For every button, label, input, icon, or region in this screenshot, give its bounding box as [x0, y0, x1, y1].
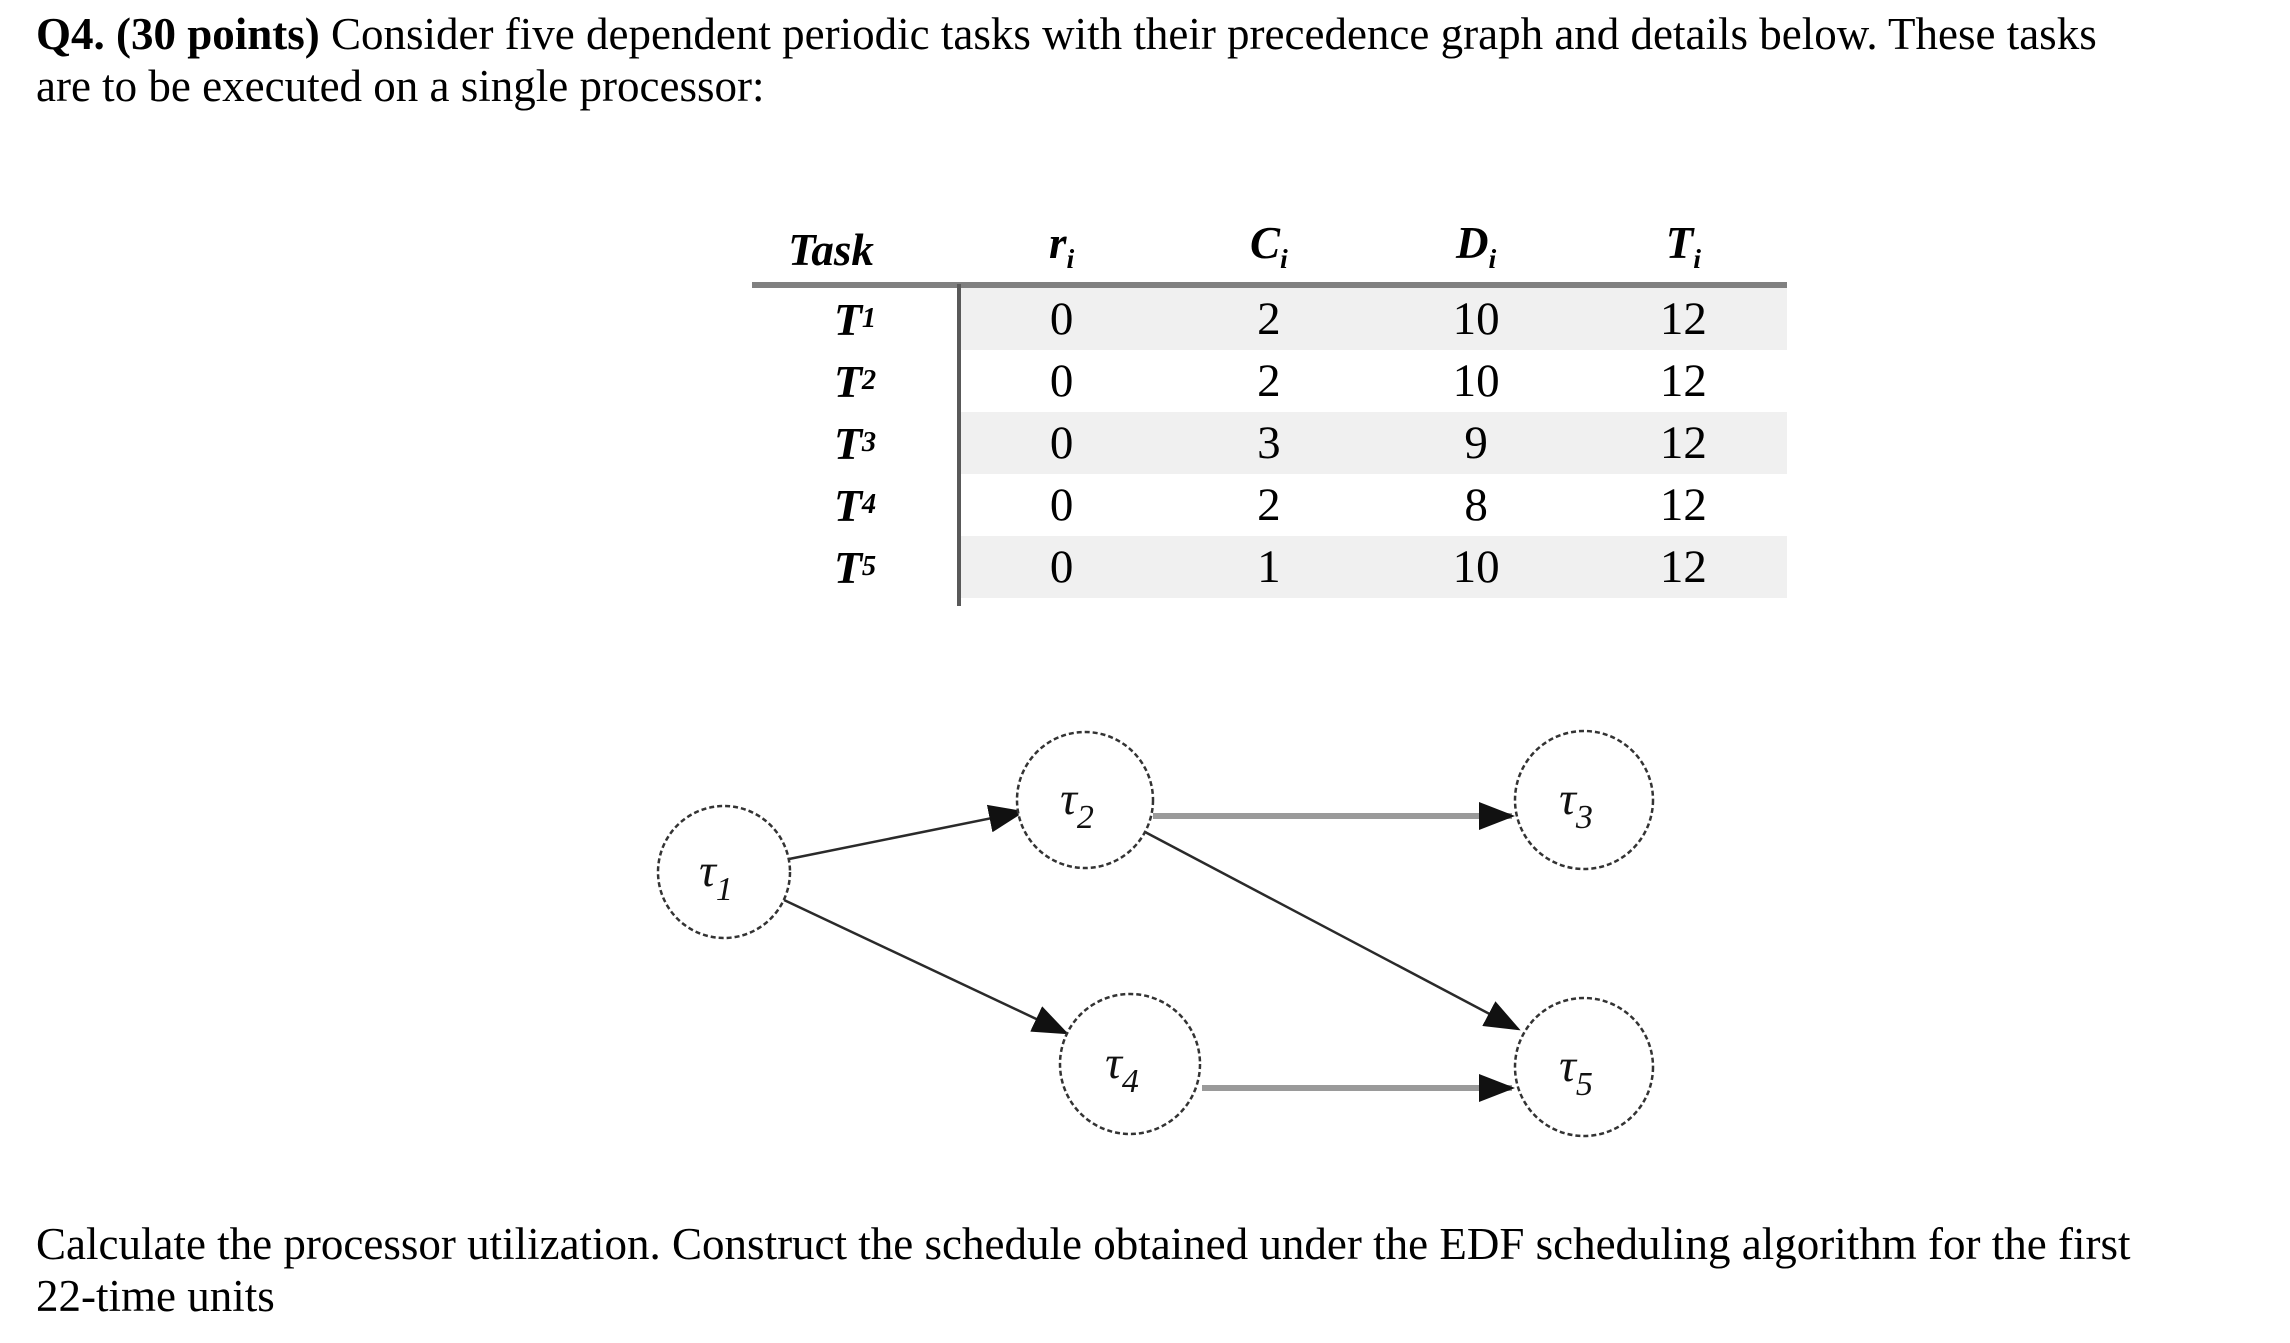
- question-text-1: Consider five dependent periodic tasks w…: [319, 9, 2097, 59]
- cell-t1-ti: 12: [1579, 288, 1787, 350]
- node-label-tau2: τ2: [1060, 773, 1094, 836]
- node-tau3: [1513, 729, 1655, 871]
- column-header-ri: ri: [1048, 218, 1075, 275]
- cell-t5-ri: 0: [958, 536, 1166, 598]
- cell-t3-ri: 0: [958, 412, 1166, 474]
- node-label-tau3: τ3: [1559, 773, 1593, 836]
- cell-t1-ci: 2: [1165, 288, 1373, 350]
- question-number-points: Q4. (30 points): [36, 9, 320, 59]
- table-header-row: Task ri Ci Di Ti: [752, 218, 1787, 282]
- column-header-ti: Ti: [1665, 218, 1701, 275]
- column-header-task: Task: [788, 225, 874, 275]
- cell-t2-ri: 0: [1049, 355, 1074, 407]
- node-tau2: [1015, 730, 1155, 870]
- cell-t3-ci: 3: [1165, 412, 1373, 474]
- cell-t2-ci: 2: [1257, 355, 1281, 407]
- table-header-rule: [752, 282, 1787, 288]
- node-tau5: [1513, 996, 1655, 1138]
- cell-t4-ci: 2: [1257, 479, 1281, 531]
- cell-t3-ti: 12: [1579, 412, 1787, 474]
- node-label-tau5: τ5: [1559, 1040, 1593, 1103]
- cell-t1-di: 10: [1372, 288, 1580, 350]
- cell-t2-di: 10: [1452, 355, 1500, 407]
- cell-t1-ri: 0: [958, 288, 1166, 350]
- column-header-di: Di: [1456, 218, 1497, 275]
- question-line-1: Q4. (30 points) Consider five dependent …: [36, 8, 2097, 60]
- node-label-tau4: τ4: [1105, 1037, 1139, 1100]
- node-tau4: [1058, 992, 1202, 1136]
- cell-t5-ti: 12: [1579, 536, 1787, 598]
- cell-t5-ci: 1: [1165, 536, 1373, 598]
- cell-t4-ri: 0: [1049, 479, 1074, 531]
- instruction-line-1: Calculate the processor utilization. Con…: [36, 1219, 2131, 1269]
- cell-t4-ti: 12: [1659, 479, 1707, 531]
- node-tau1: [656, 804, 792, 940]
- table-column-divider: [957, 284, 961, 606]
- edge-tau2-tau5: [1144, 830, 1521, 1031]
- instruction-line-2: 22-time units: [36, 1271, 275, 1321]
- question-paragraph: Q4. (30 points) Consider five dependent …: [36, 8, 2097, 112]
- edge-tau1-tau2: [788, 804, 1025, 861]
- edge-tau1-tau4: [783, 898, 1069, 1035]
- cell-t2-ti: 12: [1659, 355, 1707, 407]
- cell-t4-di: 8: [1464, 479, 1488, 531]
- node-label-tau1: τ1: [699, 845, 733, 908]
- column-header-ci: Ci: [1249, 218, 1288, 275]
- question-line-2: are to be executed on a single processor…: [36, 61, 765, 111]
- instruction-paragraph: Calculate the processor utilization. Con…: [36, 1218, 2130, 1322]
- cell-t5-di: 10: [1372, 536, 1580, 598]
- cell-t3-di: 9: [1372, 412, 1580, 474]
